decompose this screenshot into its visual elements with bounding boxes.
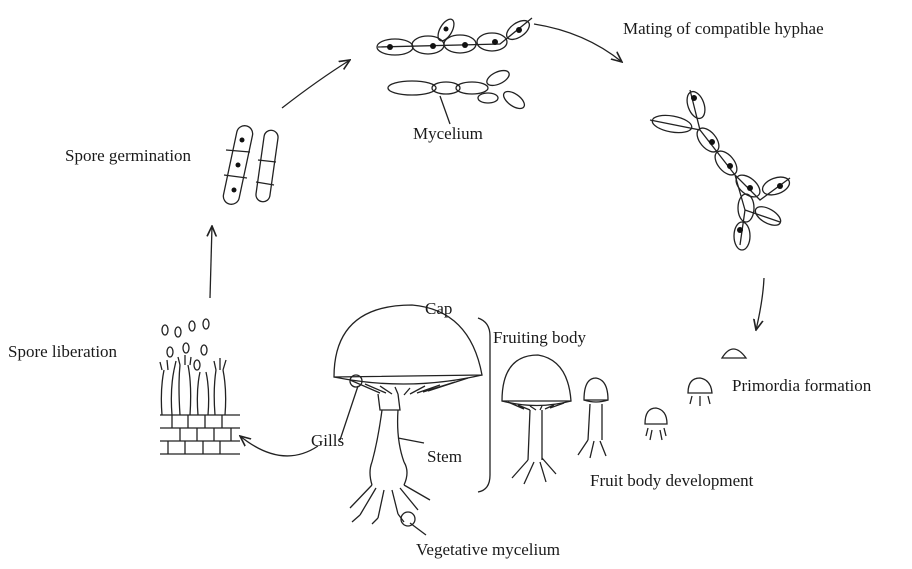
mating-hyphae xyxy=(650,89,792,250)
label-cap: Cap xyxy=(425,300,452,317)
mycelium-hyphae xyxy=(377,17,533,124)
label-gills: Gills xyxy=(311,432,344,449)
arrow-germination-to-mycelium xyxy=(282,60,350,108)
basidia-tissue xyxy=(160,355,240,454)
vegetative-leader xyxy=(410,523,426,535)
stem-leader xyxy=(398,438,424,443)
fruiting-body-bracket xyxy=(478,318,490,492)
label-spore-liberation: Spore liberation xyxy=(8,343,117,360)
germinating-spores xyxy=(222,124,279,206)
label-spore-germination: Spore germination xyxy=(65,147,191,164)
mushroom-stage-2 xyxy=(502,355,571,484)
label-vegetative-mycelium: Vegetative mycelium xyxy=(416,541,560,558)
arrow-gills-to-liberation xyxy=(240,436,318,456)
mushroom-stage-5 xyxy=(688,378,712,406)
label-stem: Stem xyxy=(427,448,462,465)
mushroom-stage-3 xyxy=(578,378,608,458)
arrow-mycelium-to-mating xyxy=(534,24,622,62)
label-fruiting-body: Fruiting body xyxy=(493,329,586,346)
arrow-liberation-to-germination xyxy=(210,226,212,298)
arrow-mating-to-primordia xyxy=(756,278,764,330)
label-primordia-formation: Primordia formation xyxy=(732,377,871,394)
label-fruit-body-development: Fruit body development xyxy=(590,472,753,489)
label-mycelium: Mycelium xyxy=(413,125,483,142)
cycle-arrows xyxy=(210,24,764,456)
label-mating: Mating of compatible hyphae xyxy=(623,20,824,37)
large-mushroom xyxy=(334,305,482,526)
primordium xyxy=(722,349,746,358)
mushroom-stage-4 xyxy=(645,408,667,440)
